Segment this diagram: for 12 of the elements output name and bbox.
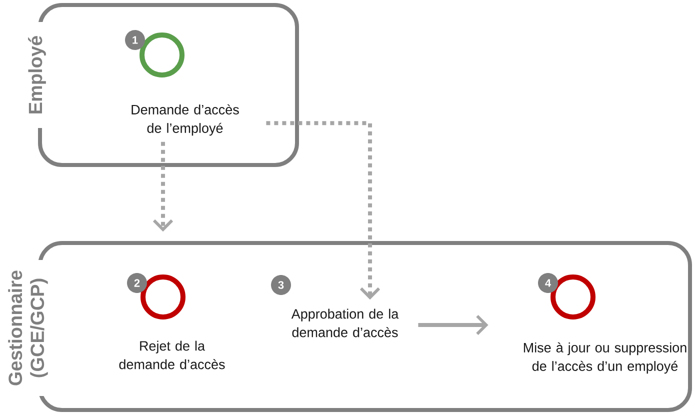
step-label: Mise à jour ou suppression de l’accès d’un employé	[524, 342, 686, 374]
step-label: Demande d’accès de l’employé	[132, 104, 239, 136]
step-label: Rejet de la demande d’accès	[119, 340, 225, 370]
step-badge: 3	[271, 275, 291, 295]
arrow	[418, 314, 488, 336]
step-label: Approbation de la demande d’accès	[291, 308, 399, 338]
node-label: Gestionnaire	[8, 270, 22, 386]
step-badge: 2	[127, 273, 147, 293]
step-badge: 4	[538, 273, 558, 293]
step-badge: 1	[125, 30, 145, 50]
arrow	[266, 121, 380, 300]
arrow	[152, 142, 174, 232]
